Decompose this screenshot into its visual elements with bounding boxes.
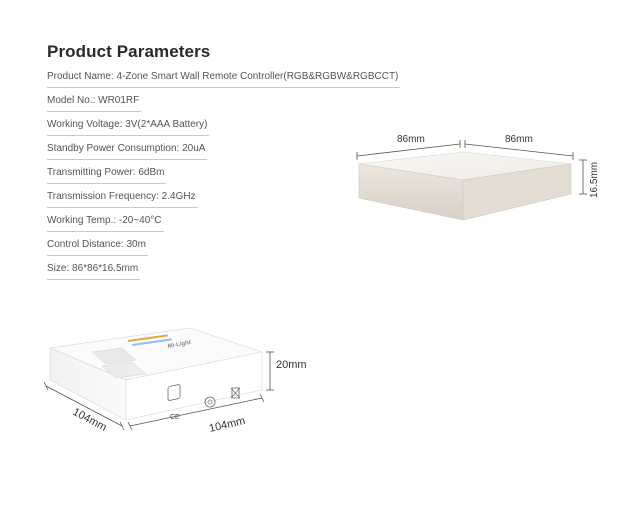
parameter-row: Product Name: 4-Zone Smart Wall Remote C…: [47, 66, 400, 90]
device-depth-dimension-line: [464, 140, 574, 160]
parameter-row: Transmitting Power: 6dBm: [47, 162, 377, 186]
package-height-dimension-line: [266, 351, 274, 391]
row-divider: [47, 207, 198, 208]
package-box-illustration: Mi·Light CE: [48, 327, 264, 421]
row-divider: [47, 279, 140, 280]
row-divider: [47, 111, 141, 112]
device-width-label: 86mm: [397, 134, 425, 145]
row-divider: [47, 183, 166, 184]
row-divider: [47, 159, 207, 160]
package-width-dimension-line: [43, 381, 125, 431]
parameter-text: Control Distance: 30m: [47, 239, 146, 250]
parameter-text: Product Name: 4-Zone Smart Wall Remote C…: [47, 71, 399, 82]
weee-bin-icon: [230, 387, 241, 399]
parameter-row: Working Voltage: 3V(2*AAA Battery): [47, 114, 377, 138]
parameter-text: Transmitting Power: 6dBm: [47, 167, 165, 178]
row-divider: [47, 135, 209, 136]
device-dimension-drawing: 86mm 86mm 16.5mm: [356, 134, 600, 221]
device-width-dimension-line: [356, 140, 461, 160]
parameter-row: Standby Power Consumption: 20uA: [47, 138, 377, 162]
parameter-row: Control Distance: 30m: [47, 234, 377, 258]
page-title: Product Parameters: [47, 42, 211, 61]
parameter-text: Size: 86*86*16.5mm: [47, 263, 139, 274]
row-divider: [47, 87, 400, 88]
remote-device-illustration: [358, 151, 572, 221]
row-divider: [47, 255, 148, 256]
svg-text:CE: CE: [170, 414, 180, 421]
package-brand-logo: Mi·Light: [167, 340, 191, 350]
parameter-row: Size: 86*86*16.5mm: [47, 258, 377, 282]
parameter-row: Model No.: WR01RF: [47, 90, 377, 114]
parameter-text: Working Temp.: -20~40°C: [47, 215, 162, 226]
package-depth-dimension-line: [127, 393, 265, 431]
recycle-icon: [204, 396, 216, 408]
package-height-label: 20mm: [276, 359, 307, 371]
row-divider: [47, 231, 164, 232]
parameter-text: Model No.: WR01RF: [47, 95, 140, 106]
package-dimension-drawing: Mi·Light CE 20mm 104mm 104mm: [43, 327, 307, 435]
parameter-text: Transmission Frequency: 2.4GHz: [47, 191, 196, 202]
parameter-text: Working Voltage: 3V(2*AAA Battery): [47, 119, 208, 130]
package-depth-label: 104mm: [208, 415, 246, 435]
ce-mark-icon: CE: [167, 384, 181, 421]
device-height-label: 16.5mm: [589, 162, 600, 198]
parameter-list: Product Name: 4-Zone Smart Wall Remote C…: [47, 66, 400, 282]
parameter-text: Standby Power Consumption: 20uA: [47, 143, 206, 154]
parameter-row: Transmission Frequency: 2.4GHz: [47, 186, 377, 210]
package-width-label: 104mm: [71, 406, 109, 434]
parameter-row: Working Temp.: -20~40°C: [47, 210, 377, 234]
device-depth-label: 86mm: [505, 134, 533, 145]
device-height-dimension-line: [579, 159, 587, 195]
